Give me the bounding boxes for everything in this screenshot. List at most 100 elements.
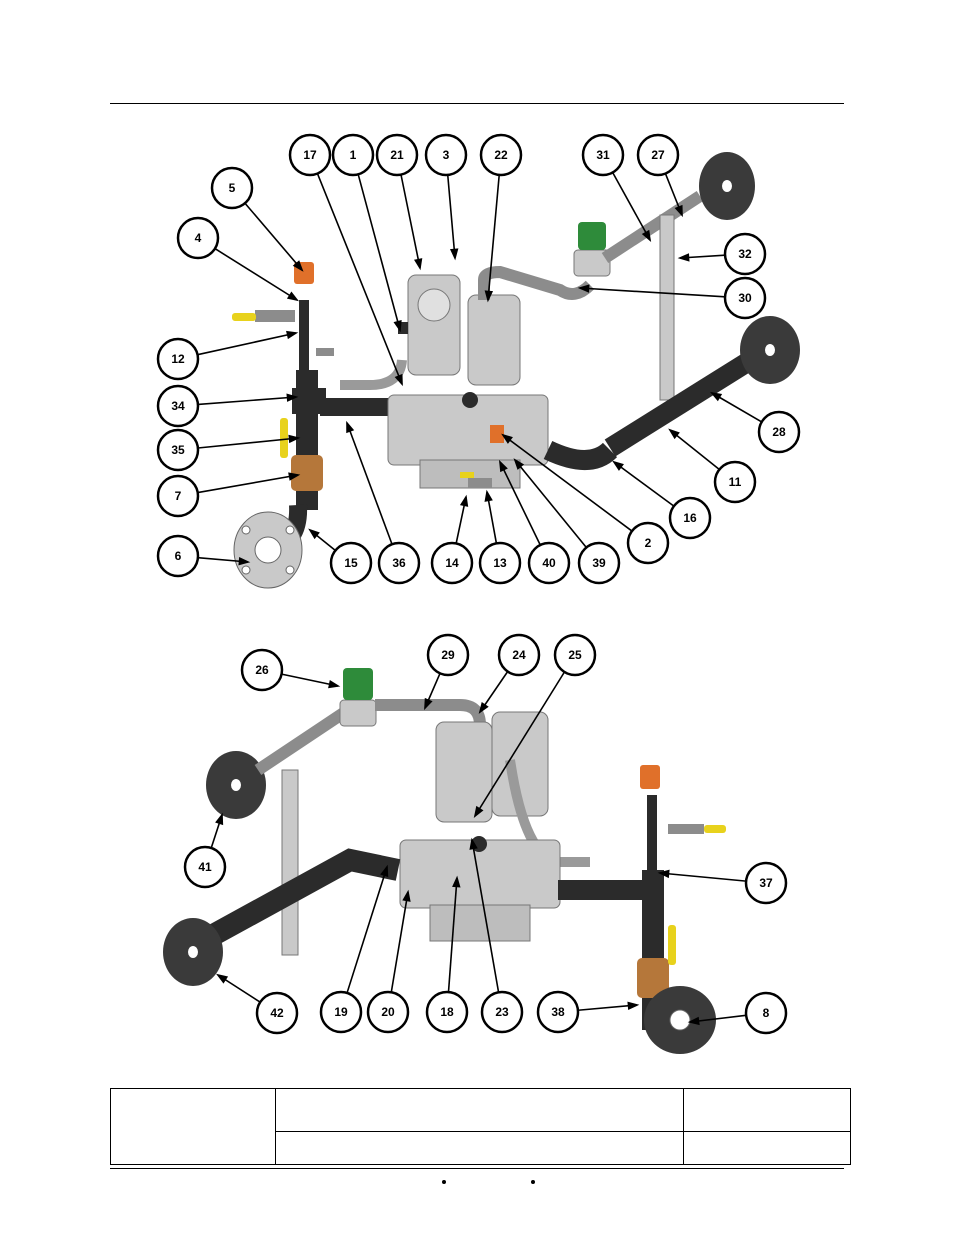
callout-37: 37	[744, 861, 788, 905]
leader-arrowhead	[657, 869, 670, 879]
leader-line	[400, 174, 421, 269]
callout-number: 24	[512, 648, 526, 662]
valve-handle-2	[668, 925, 676, 965]
callout-22: 22	[479, 133, 523, 177]
actuator-knob	[398, 322, 408, 334]
callout-circle	[375, 133, 419, 177]
actuator-right	[467, 294, 521, 386]
leader-line	[613, 461, 675, 507]
callout-number: 29	[441, 648, 455, 662]
leader-arrowhead	[288, 434, 301, 444]
leader-line	[281, 673, 339, 687]
manifold-lower-body-2	[429, 904, 531, 942]
leader-line	[447, 877, 458, 993]
bleed-valve-handle	[460, 472, 474, 478]
leader-arrowhead	[402, 889, 411, 902]
solenoid-valve-body-2	[339, 699, 377, 727]
callout-2: 2	[626, 521, 670, 565]
flange-bolt-hole	[285, 565, 295, 575]
callout-circle	[581, 133, 625, 177]
leader-line	[689, 1014, 747, 1023]
leader-line	[346, 866, 388, 994]
callout-number: 20	[381, 1005, 395, 1019]
upper-riser-pipe	[299, 300, 309, 370]
callout-number: 13	[493, 556, 507, 570]
leader-arrowhead	[501, 433, 513, 444]
manifold-port	[462, 392, 478, 408]
leader-line	[487, 174, 501, 301]
callout-circle	[210, 166, 254, 210]
callout-40: 40	[527, 541, 571, 585]
callout-34: 34	[156, 384, 200, 428]
table-cell	[275, 1131, 684, 1165]
callout-number: 39	[592, 556, 606, 570]
callout-circle	[713, 460, 757, 504]
leader-line	[244, 202, 303, 271]
upper-riser-pipe-2	[647, 795, 657, 870]
callout-number: 22	[494, 148, 508, 162]
callout-circle	[497, 633, 541, 677]
solenoid-coil-2	[343, 668, 373, 700]
test-valve-handle	[232, 313, 256, 321]
leader-line	[197, 332, 297, 356]
callout-15: 15	[329, 541, 373, 585]
leader-arrowhead	[498, 459, 508, 473]
callout-6: 6	[156, 534, 200, 578]
valve-handle	[280, 418, 288, 458]
flange-bolt-hole	[285, 525, 295, 535]
leader-arrowhead	[393, 319, 402, 333]
callout-number: 19	[334, 1005, 348, 1019]
callout-number: 38	[551, 1005, 565, 1019]
callout-42: 42	[255, 991, 299, 1035]
callout-circle	[668, 496, 712, 540]
callout-circle	[183, 845, 227, 889]
callout-number: 2	[645, 536, 652, 550]
callout-circle	[424, 133, 468, 177]
leader-line	[357, 174, 401, 331]
callout-20: 20	[366, 990, 410, 1034]
callout-number: 28	[772, 425, 786, 439]
legend-table	[110, 1088, 851, 1165]
leader-arrowhead	[424, 697, 433, 711]
callout-number: 42	[270, 1006, 284, 1020]
test-valve-handle-2	[704, 825, 726, 833]
callout-circle	[723, 232, 767, 276]
leader-arrowhead	[677, 253, 690, 262]
leader-arrowhead	[668, 428, 680, 440]
callout-circle	[744, 991, 788, 1035]
callout-5: 5	[210, 166, 254, 210]
callout-30: 30	[723, 276, 767, 320]
callout-circle	[240, 648, 284, 692]
vent-cap-left-upper-hole	[231, 779, 241, 791]
callout-39: 39	[577, 541, 621, 585]
callout-number: 30	[738, 291, 752, 305]
callout-7: 7	[156, 474, 200, 518]
callout-31: 31	[581, 133, 625, 177]
table-cell	[683, 1131, 851, 1165]
outlet-elbow	[543, 440, 618, 470]
bottom-assembly	[163, 668, 726, 1054]
leader-arrowhead	[478, 701, 489, 714]
callout-number: 25	[568, 648, 582, 662]
leader-arrowhead	[484, 489, 493, 502]
leader-arrowhead	[612, 460, 624, 471]
bullet-dot	[442, 1180, 446, 1184]
outlet-pipe-right	[558, 880, 648, 900]
leader-arrowhead	[215, 812, 224, 826]
callout-circle	[527, 541, 571, 585]
leader-arrowhead	[346, 420, 355, 434]
leader-arrowhead	[452, 875, 461, 888]
callout-3: 3	[424, 133, 468, 177]
support-bracket-2	[281, 769, 299, 956]
callout-circle	[255, 991, 299, 1035]
leader-arrowhead	[308, 528, 320, 540]
leader-line	[611, 172, 651, 241]
callout-number: 17	[303, 148, 317, 162]
callout-number: 12	[171, 352, 185, 366]
leader-line	[514, 459, 587, 549]
callout-number: 5	[229, 181, 236, 195]
leader-arrowhead	[216, 973, 229, 984]
leader-line	[502, 434, 633, 532]
callout-circle	[479, 133, 523, 177]
